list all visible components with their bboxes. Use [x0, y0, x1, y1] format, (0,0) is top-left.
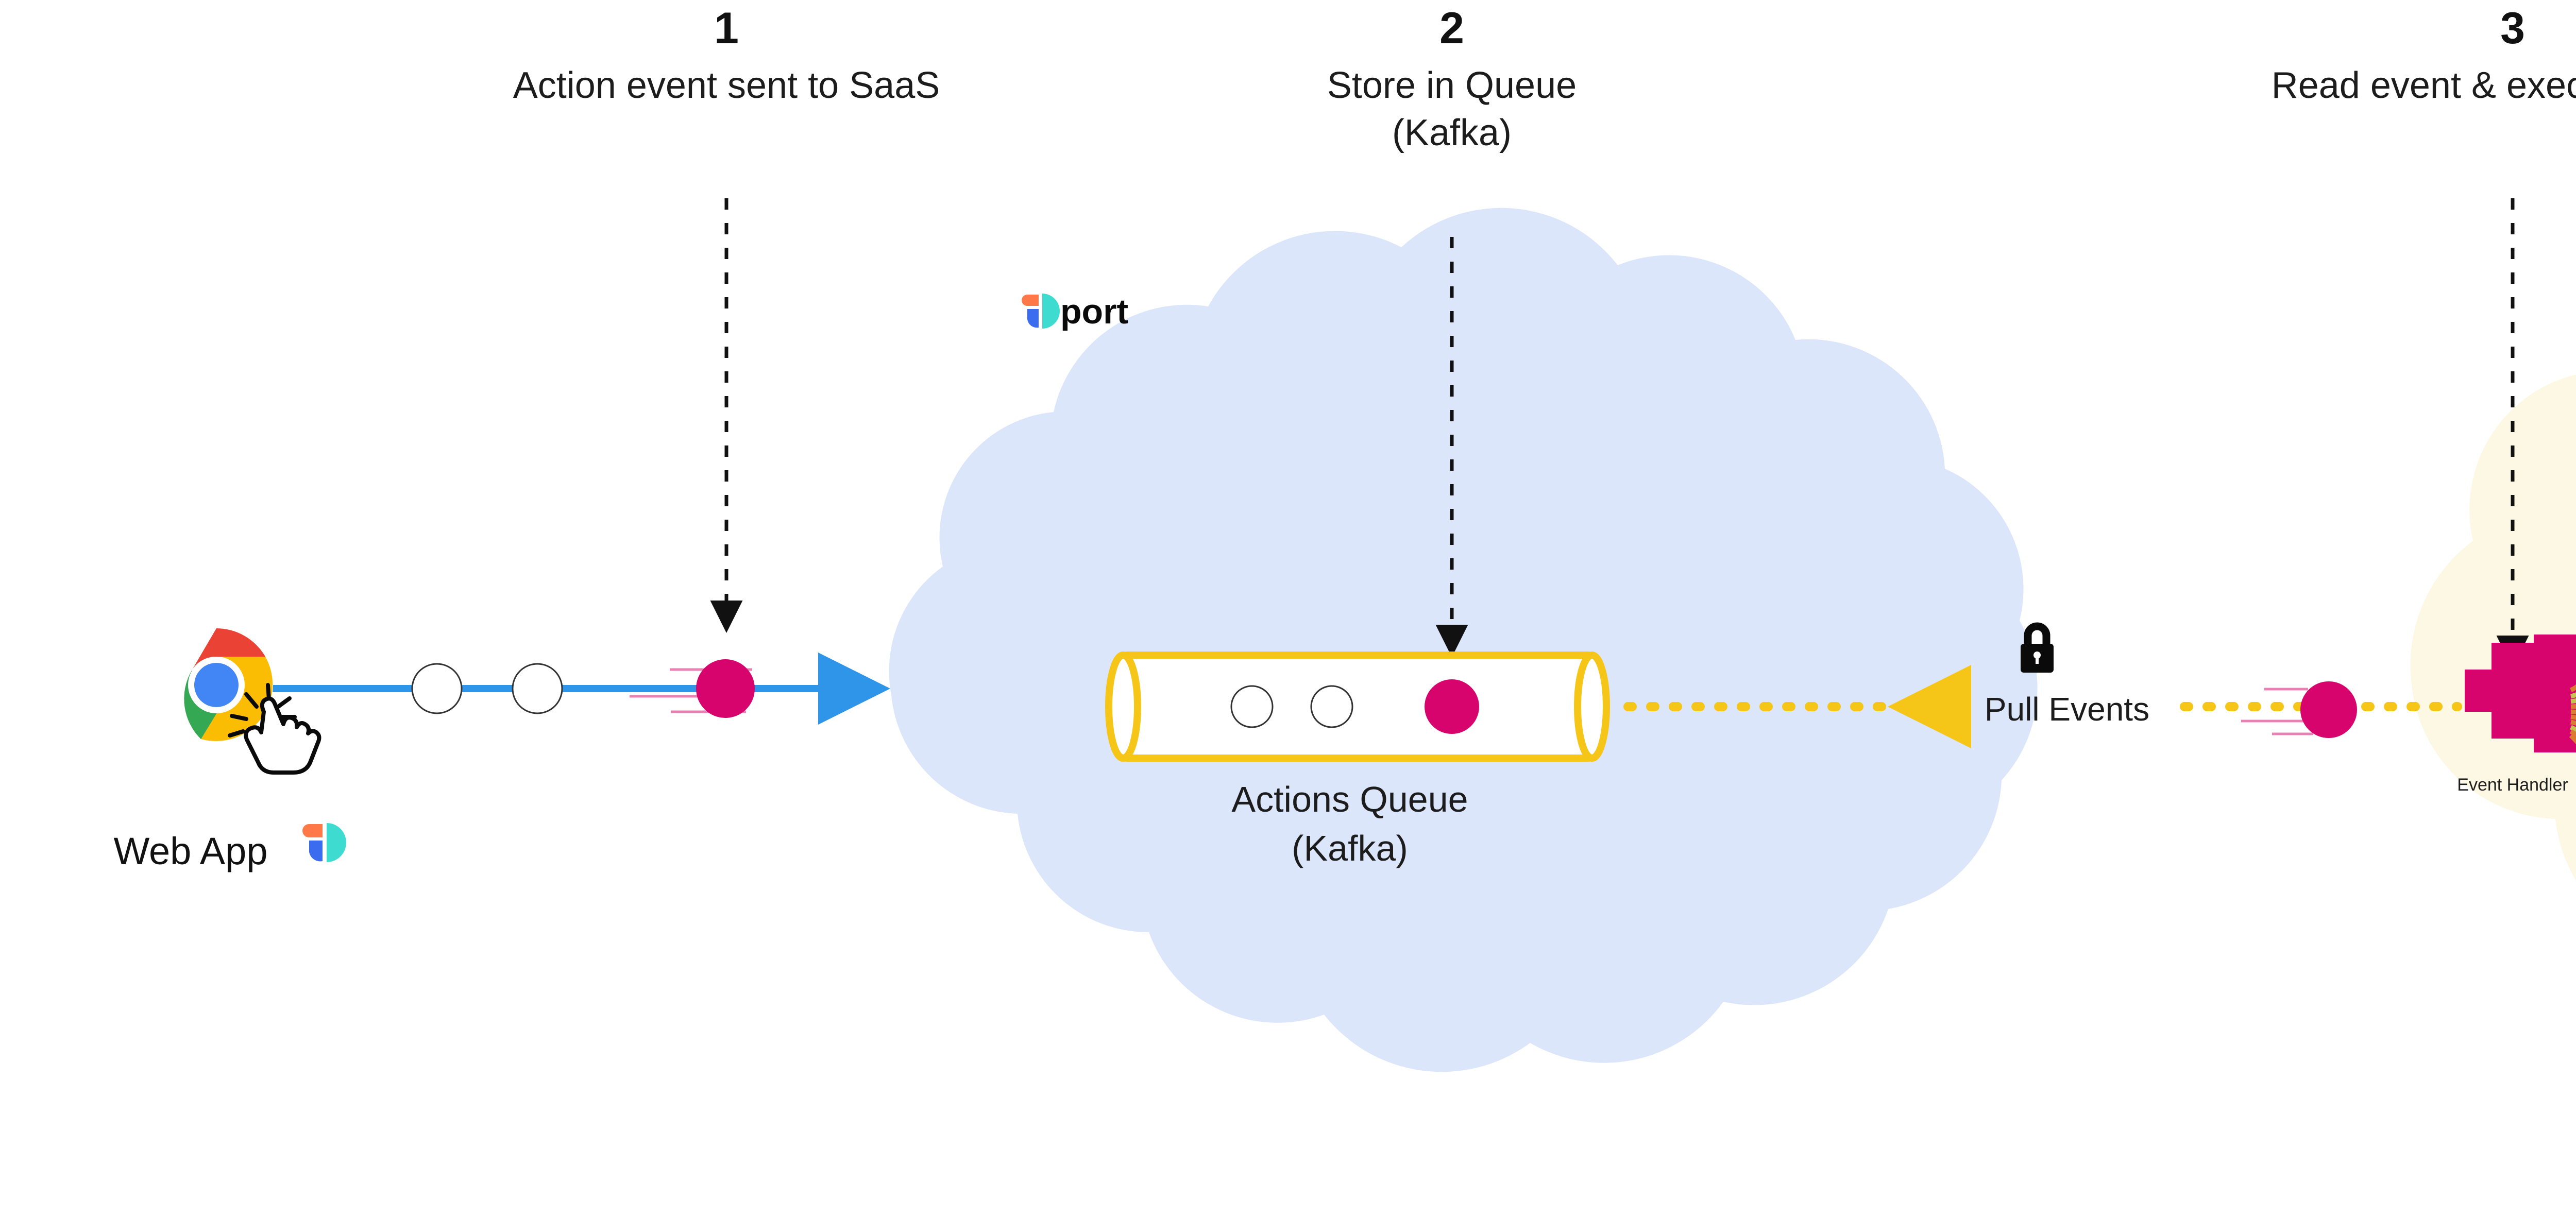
- event-token-1: [696, 659, 755, 718]
- queue-slot-filled-1: [1425, 679, 1479, 734]
- port-logo-icon-brand: port: [1022, 292, 1128, 331]
- runner-cloud: [2410, 374, 2576, 881]
- step-3-label: Read event & execute runner: [2271, 65, 2576, 106]
- chrome-icon: [160, 628, 273, 742]
- queue-slot-empty-1: [1230, 685, 1274, 728]
- lock-icon: [2021, 622, 2054, 673]
- webapp-to-saas-flow: [258, 653, 890, 725]
- event-token-2: [2300, 681, 2357, 738]
- actions-queue-caption-line1: Actions Queue: [1231, 779, 1468, 819]
- step-2-label: Store in Queue (Kafka): [1327, 62, 1577, 157]
- step-1-number: 1: [714, 4, 739, 53]
- saas-cloud: [889, 208, 2038, 1072]
- event-handler-label: Event Handler: [2457, 775, 2568, 795]
- port-logo-icon-webapp: [302, 823, 346, 862]
- click-cursor-icon: [228, 683, 321, 775]
- event-token-group-2: [2241, 681, 2357, 738]
- webapp-label: Web App: [113, 830, 268, 872]
- actions-queue-caption-line2: (Kafka): [1292, 828, 1408, 868]
- step-1-label: Action event sent to SaaS: [513, 65, 940, 106]
- step-2-label-line2: (Kafka): [1392, 112, 1512, 154]
- pull-events-label: Pull Events: [1984, 691, 2150, 728]
- actions-queue-cylinder: [1105, 652, 1610, 762]
- step-3-number: 3: [2500, 4, 2525, 53]
- svg-text:port: port: [1060, 292, 1128, 331]
- event-handler-shape: [2465, 643, 2561, 739]
- actions-queue-caption: Actions Queue (Kafka): [1231, 775, 1468, 872]
- step-2-label-line1: Store in Queue: [1327, 65, 1577, 106]
- queue-slot-empty-2: [1310, 685, 1353, 728]
- step-2-number: 2: [1439, 4, 1464, 53]
